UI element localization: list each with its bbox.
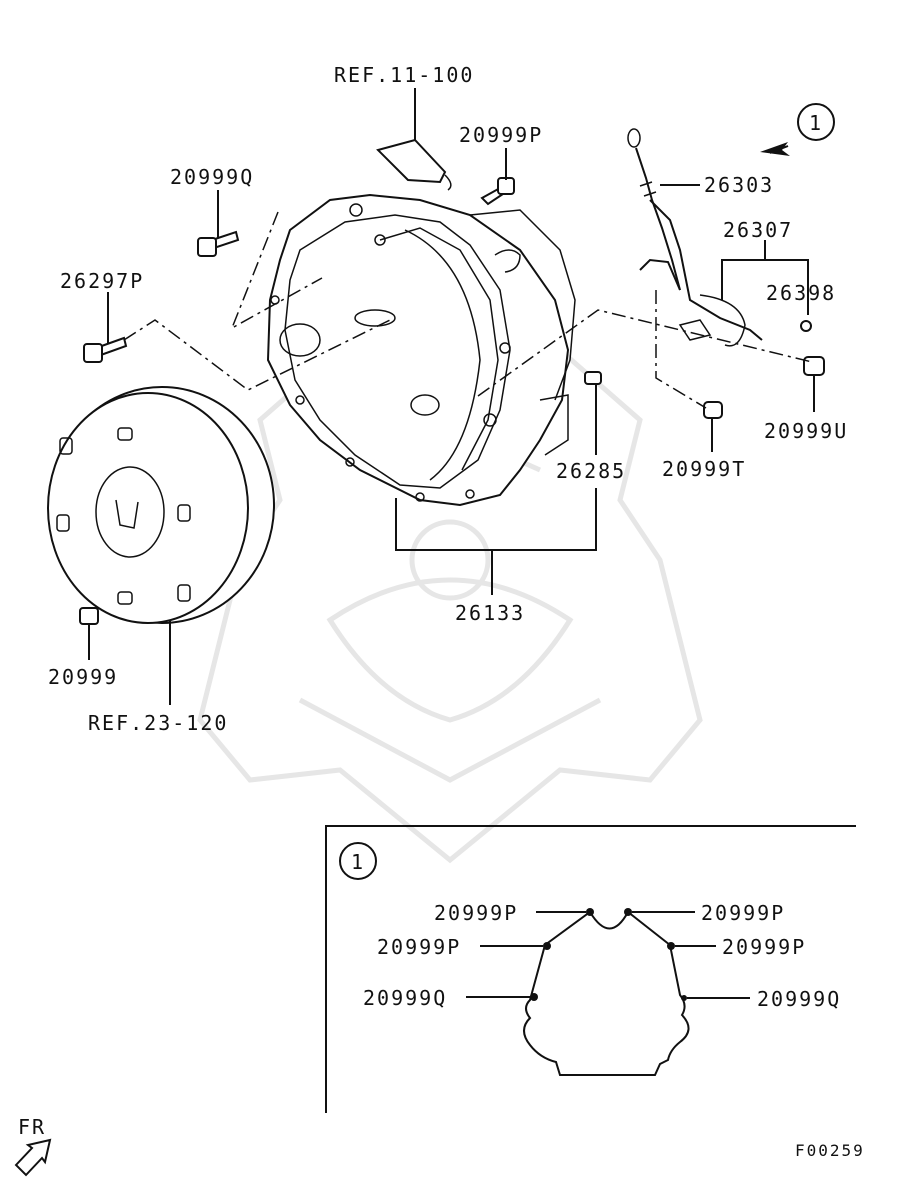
- bolt-20999Q-left: [197, 230, 240, 257]
- bolt-20999T: [703, 401, 723, 419]
- transmission-case: [266, 193, 576, 507]
- callout-marker-1: 1: [797, 103, 835, 141]
- label-26303: 26303: [704, 173, 774, 197]
- label-20999Q-left: 20999Q: [170, 165, 254, 189]
- inset-label-mid-left: 20999P: [377, 935, 461, 959]
- label-ref-23-120: REF.23-120: [88, 711, 228, 735]
- front-arrow-icon: [14, 1138, 52, 1177]
- bolt-20999P-top: [480, 177, 515, 206]
- inset-view: 1 20999P 20999P 20999P 20999P 20999Q 209…: [325, 825, 856, 1113]
- callout-marker-text: 1: [809, 111, 823, 135]
- label-26398: 26398: [766, 281, 836, 305]
- leader-lines: [88, 88, 815, 705]
- bolt-20999U: [803, 356, 825, 376]
- dowel-pin: [584, 371, 602, 385]
- label-26297P: 26297P: [60, 269, 144, 293]
- inset-marker-text: 1: [351, 850, 365, 874]
- figure-code: F00259: [795, 1141, 865, 1160]
- o-ring-26398: [800, 320, 812, 332]
- torque-converter: [47, 386, 275, 624]
- bolt-20999: [79, 607, 99, 625]
- label-ref-11-100: REF.11-100: [334, 63, 474, 87]
- label-26307: 26307: [723, 218, 793, 242]
- bolt-26297P: [83, 336, 128, 363]
- inset-label-q-right: 20999Q: [757, 987, 841, 1011]
- label-20999U: 20999U: [764, 419, 848, 443]
- inset-label-q-left: 20999Q: [363, 986, 447, 1010]
- label-20999: 20999: [48, 665, 118, 689]
- sealant-tube: [376, 138, 452, 191]
- inset-bolt-points: [530, 908, 687, 1001]
- fr-label: FR: [18, 1115, 46, 1139]
- inset-leaders: [466, 911, 750, 999]
- front-arrow: FR: [14, 1115, 52, 1177]
- case-outline: [523, 910, 690, 1076]
- dashed-alignment-lines: [123, 211, 813, 409]
- inset-label-top-right: 20999P: [701, 901, 785, 925]
- label-26133: 26133: [455, 601, 525, 625]
- dipstick: [627, 128, 681, 291]
- label-20999T: 20999T: [662, 457, 746, 481]
- inset-label-mid-right: 20999P: [722, 935, 806, 959]
- label-20999P-top: 20999P: [459, 123, 543, 147]
- dipstick-tube: [639, 199, 763, 347]
- view-arrow: [760, 142, 790, 156]
- inset-label-top-left: 20999P: [434, 901, 518, 925]
- label-26285: 26285: [556, 459, 626, 483]
